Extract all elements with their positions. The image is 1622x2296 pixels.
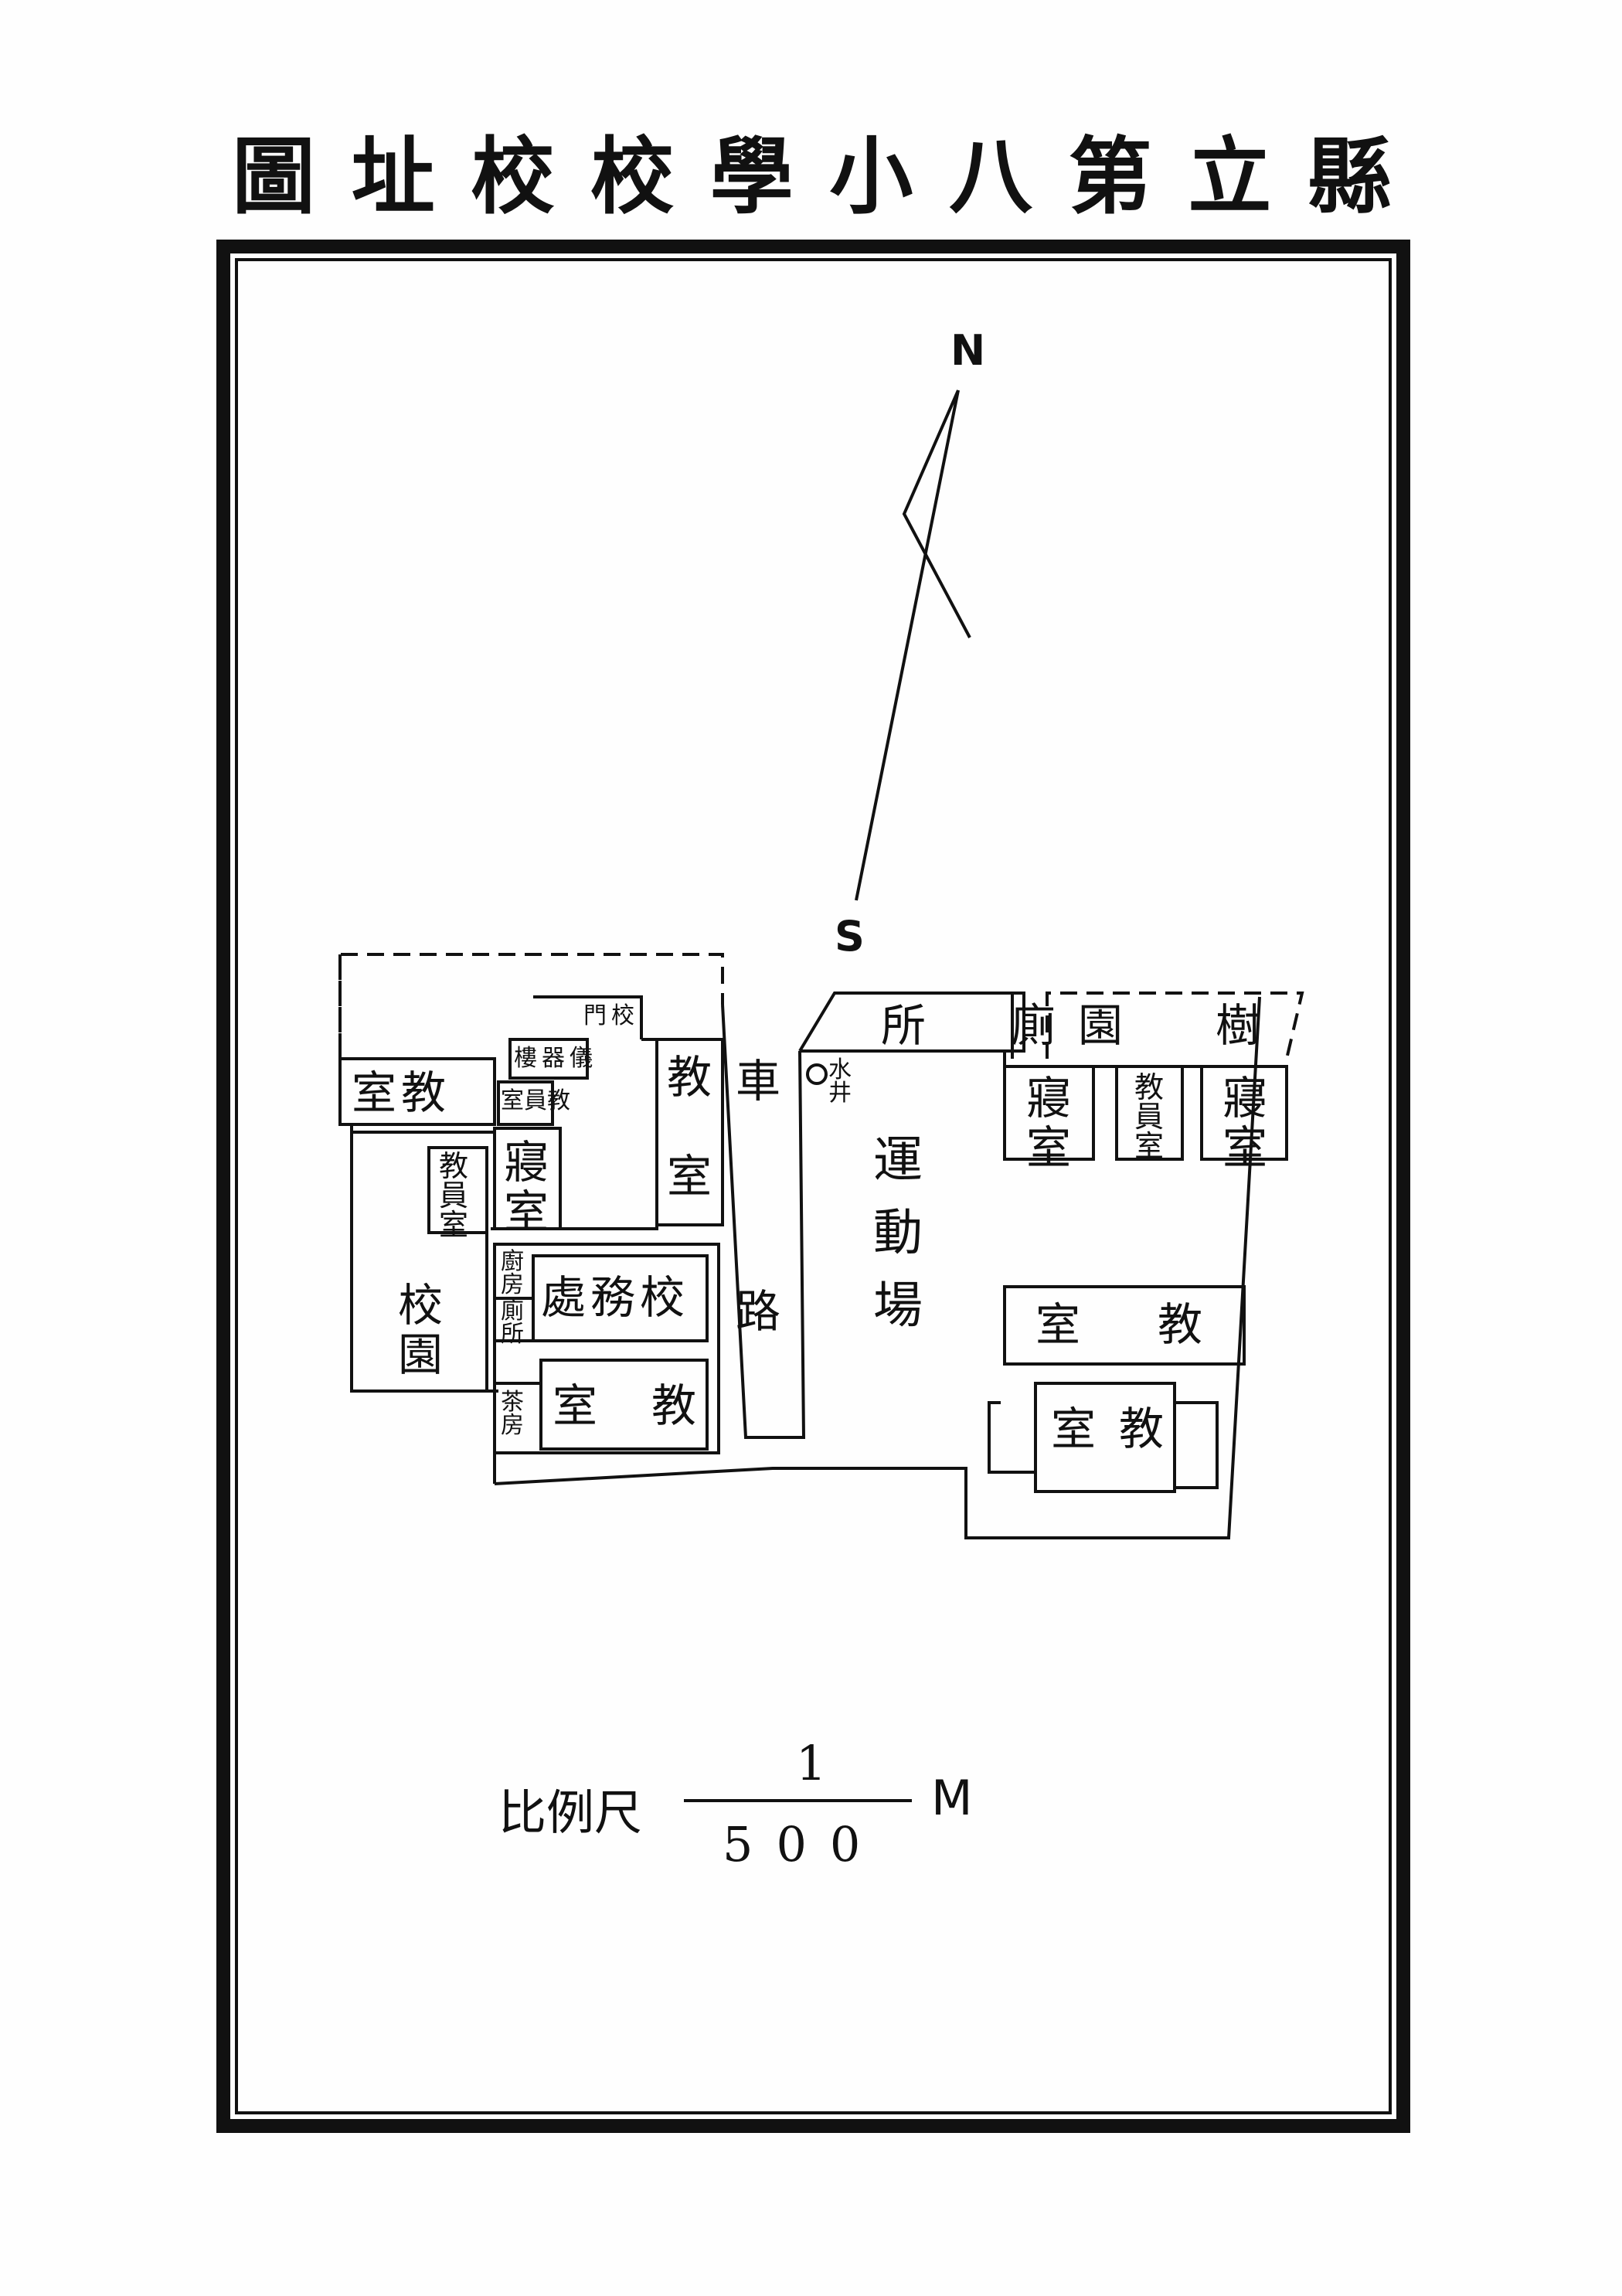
title-char: 圖 xyxy=(232,128,316,226)
title-char: 八 xyxy=(949,128,1033,226)
west-boundary xyxy=(338,953,724,1059)
school-gate-outline xyxy=(533,995,643,1039)
scale-label: 比例尺 xyxy=(498,1784,643,1841)
scale-unit: M xyxy=(931,1770,973,1826)
classroom-e1-label: 教 室 xyxy=(1035,1298,1203,1351)
classroom-nw-label: 教 室 xyxy=(352,1066,447,1119)
title-char: 立 xyxy=(1188,128,1272,226)
garden-label: 校 園 xyxy=(398,1279,444,1381)
school-gate-label: 校 門 xyxy=(583,1002,634,1029)
classroom-w-small-label: 教 員 室 xyxy=(439,1149,469,1242)
north-marker: N xyxy=(950,326,986,375)
title-char: 校 xyxy=(590,128,675,226)
dorm-w-label: 寢 室 xyxy=(504,1136,549,1238)
outer-frame xyxy=(216,240,1410,2133)
classroom-nw-outline xyxy=(338,1057,496,1126)
title-char: 學 xyxy=(709,128,794,226)
title-char: 址 xyxy=(351,128,435,226)
well-outline xyxy=(806,1063,828,1085)
classroom-c-label: 教 室 xyxy=(667,1051,712,1202)
dorm-e2-label: 寢 室 xyxy=(1222,1072,1268,1174)
kitchen-label: 廚 房 xyxy=(501,1248,524,1298)
sports-field-label: 運 動 場 xyxy=(873,1132,923,1335)
well-label: 水 井 xyxy=(828,1056,852,1107)
west-building xyxy=(340,1123,498,1393)
south-block xyxy=(493,1243,720,1454)
title-char: 校 xyxy=(471,128,555,226)
office-label: 校 務 處 xyxy=(541,1271,685,1324)
inner-frame xyxy=(235,258,1392,2114)
classroom-e2-outline xyxy=(1034,1382,1176,1493)
staff-room-e-label: 教 員 室 xyxy=(1134,1070,1165,1163)
classroom-sw-label: 教 室 xyxy=(553,1379,697,1432)
carriage-road-outline xyxy=(721,1004,806,1439)
classroom-e1-outline xyxy=(1003,1285,1246,1366)
toilet-e-label: 廁 所 xyxy=(881,999,1056,1052)
carriage-road-label: 車 路 xyxy=(736,1055,781,1338)
title-char: 小 xyxy=(829,128,913,226)
classroom-e2-label: 教 室 xyxy=(1051,1403,1165,1455)
classroom-sw-outline xyxy=(539,1359,709,1451)
title-char: 第 xyxy=(1068,128,1152,226)
title-char: 縣 xyxy=(1307,128,1391,226)
workshop-outline xyxy=(508,1038,589,1080)
staff-room-label: 教 員 室 xyxy=(501,1087,570,1114)
workshop-label: 儀 器 樓 xyxy=(514,1045,593,1072)
scale-numerator: 1 xyxy=(796,1735,827,1791)
tree-garden-label: 樹 園 xyxy=(1078,999,1261,1052)
south-marker: S xyxy=(835,912,865,961)
compass-arrow-icon xyxy=(855,389,971,901)
map-title: 縣 立 第 八 小 學 校 校 址 圖 xyxy=(232,108,1391,232)
tree-garden-boundary xyxy=(1046,992,1304,1060)
scale-denominator: 500 xyxy=(723,1816,884,1873)
staff-room-outline xyxy=(497,1080,554,1126)
dorm-e1-label: 寢 室 xyxy=(1026,1072,1072,1174)
toilet-w-label: 廁 所 xyxy=(501,1298,524,1348)
tea-room-label: 茶 房 xyxy=(501,1389,524,1439)
